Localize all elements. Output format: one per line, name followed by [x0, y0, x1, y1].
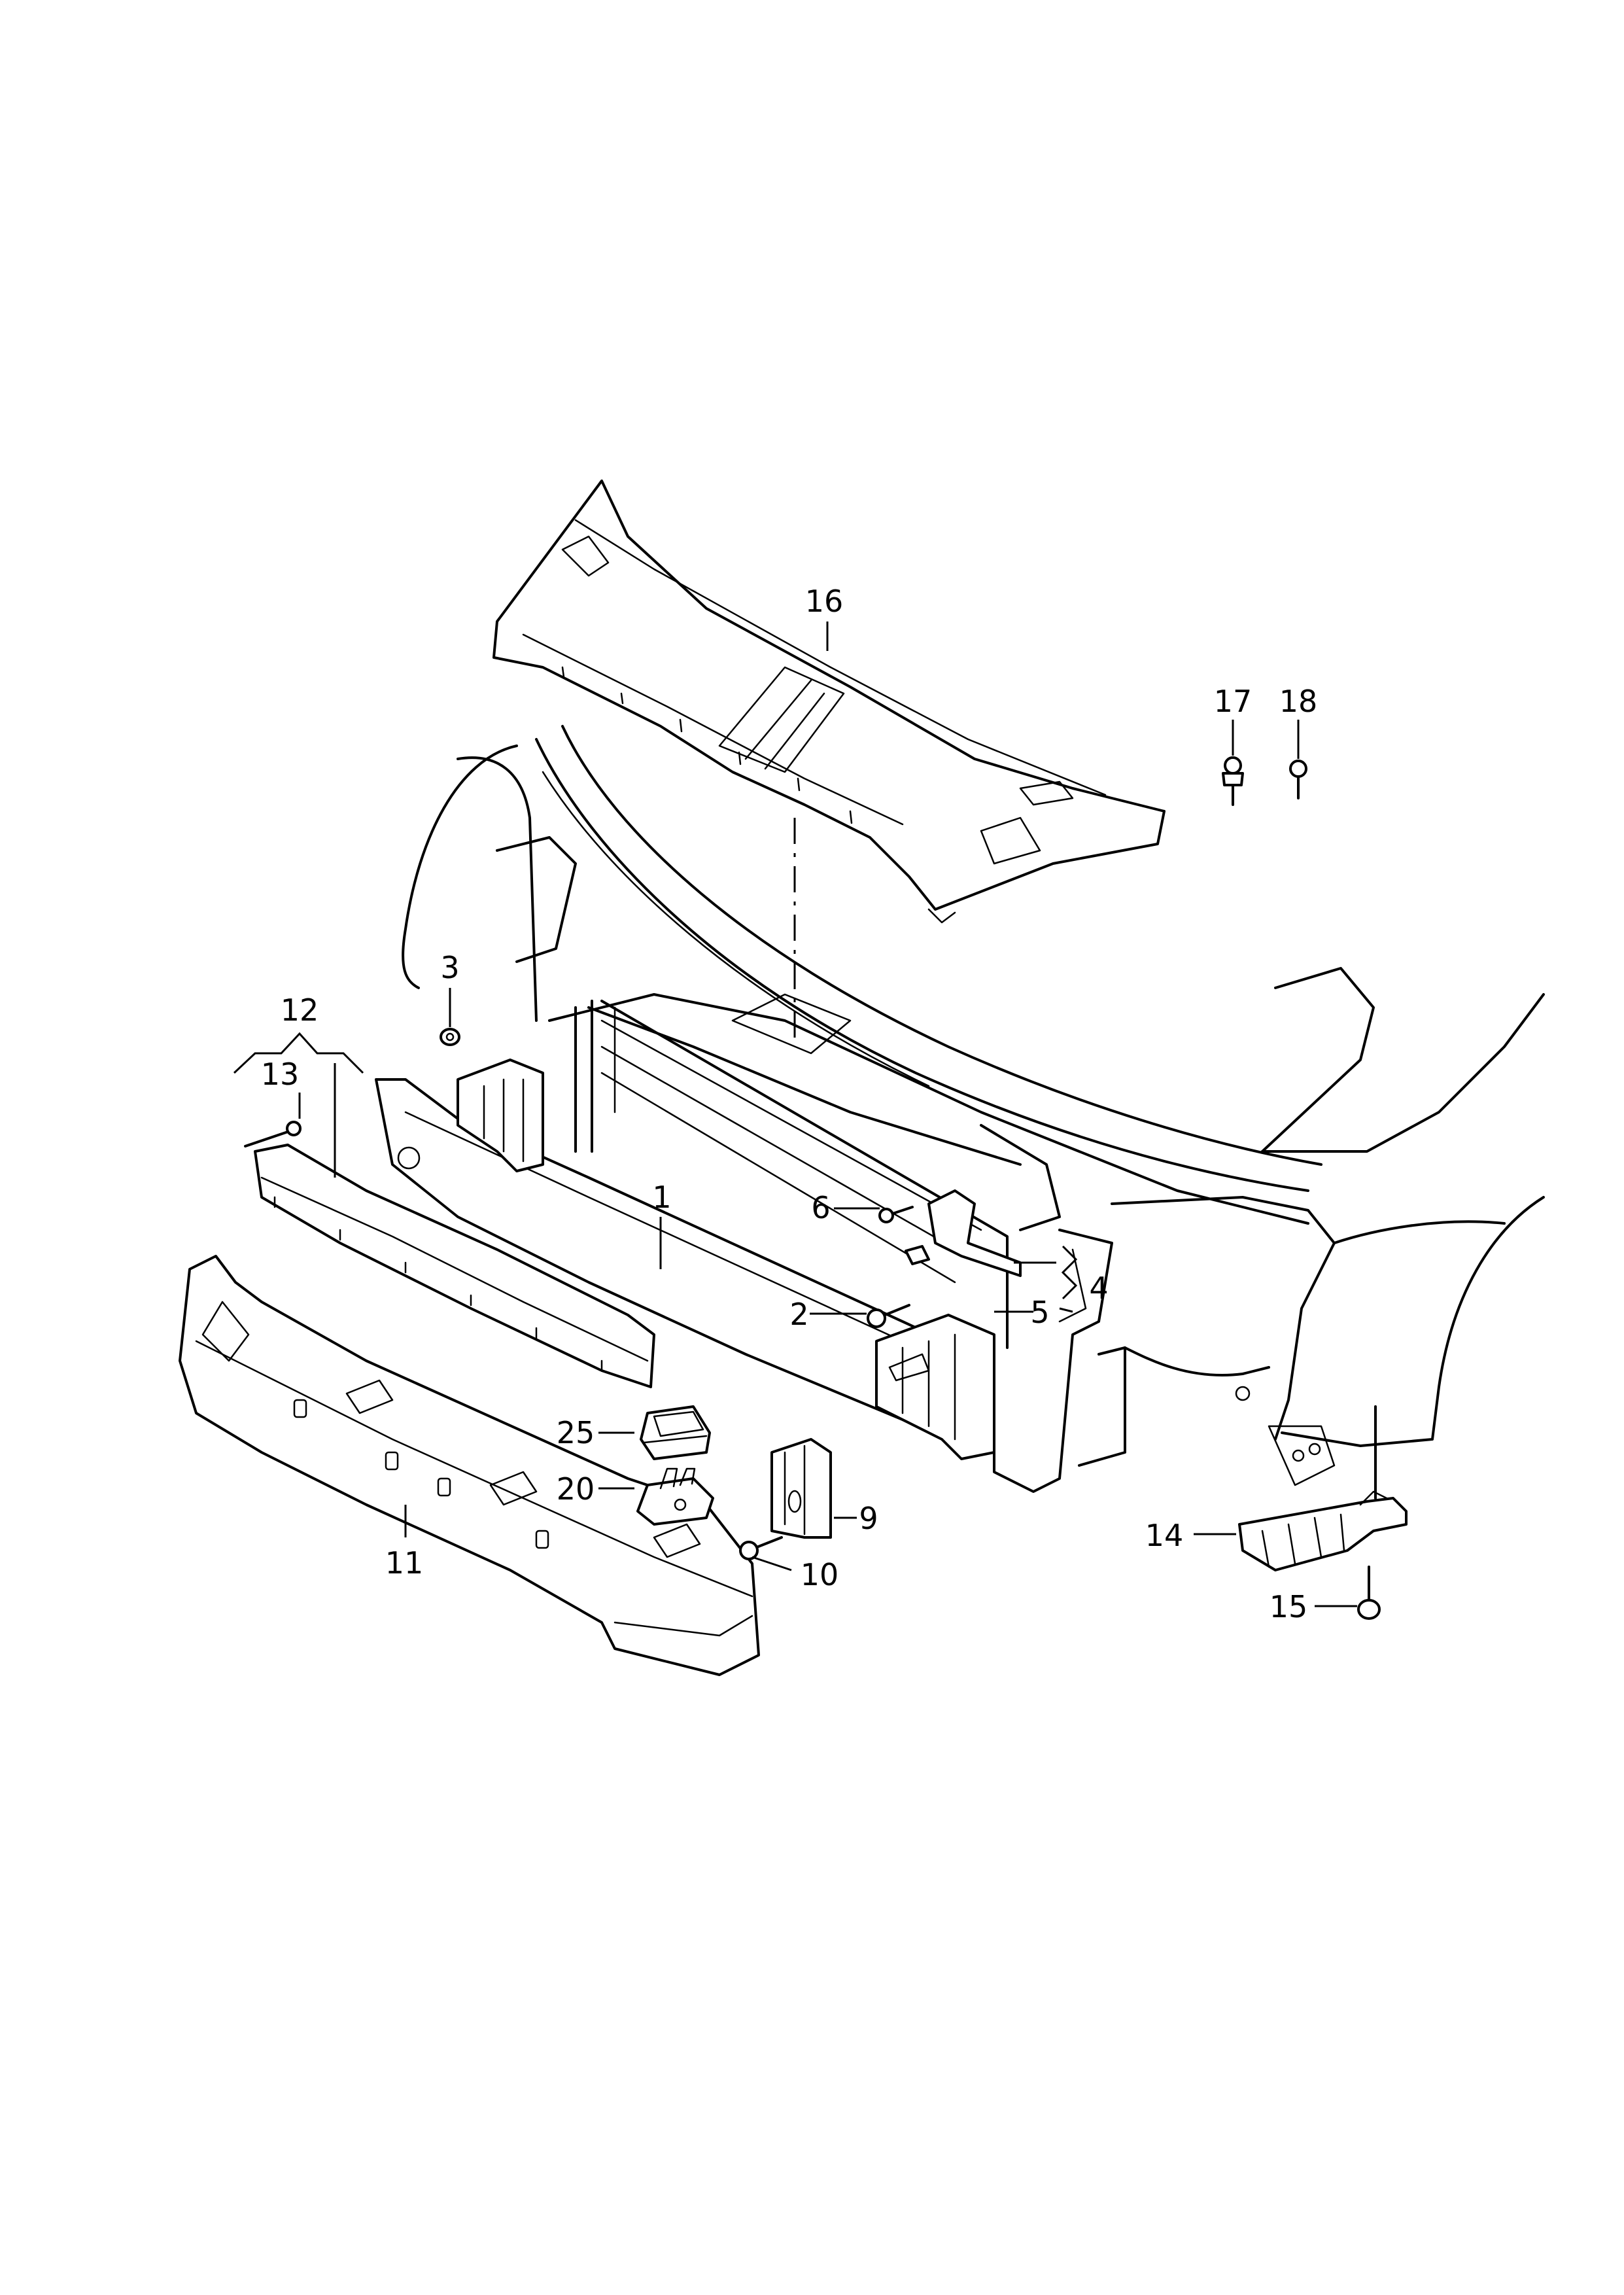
clip-part-18: [1289, 760, 1307, 799]
callout-13: 13: [261, 1057, 300, 1092]
callout-16: 16: [805, 584, 844, 619]
callout-25: 25: [557, 1415, 595, 1450]
bumper-cross-member-part-1: [375, 1059, 995, 1460]
callout-1: 1: [652, 1180, 671, 1215]
callout-6: 6: [811, 1190, 830, 1225]
bracket-part-9: [770, 1438, 832, 1539]
callout-20: 20: [557, 1471, 595, 1507]
callout-4: 4: [1089, 1270, 1108, 1306]
callout-9: 9: [859, 1501, 878, 1536]
absorber-strip-part-12: [254, 1144, 655, 1388]
screw-part-6: [878, 1206, 914, 1223]
clip-part-17: [1222, 756, 1244, 806]
callout-3: 3: [440, 950, 459, 985]
callout-labels: 16 17 18 3 12 13 1 6 4 2 5 25 20 9 14 11…: [261, 584, 1318, 1624]
leader-lines: [233, 622, 1357, 1607]
front-end-structure: [402, 725, 1545, 1493]
callout-2: 2: [789, 1297, 808, 1332]
callout-10: 10: [801, 1557, 839, 1592]
screw-part-2: [867, 1304, 910, 1328]
guide-bracket-part-14: [1238, 1490, 1408, 1571]
screw-part-15: [1357, 1566, 1381, 1620]
callout-14: 14: [1145, 1518, 1184, 1553]
callout-15: 15: [1270, 1589, 1308, 1624]
impact-absorber-part-11: [179, 1255, 760, 1676]
bracket-part-4: [927, 1189, 1022, 1277]
nut-part-3: [440, 1028, 460, 1046]
sensor-bracket-part-20: [636, 1467, 714, 1526]
callout-17: 17: [1214, 684, 1253, 719]
screw-part-10: [739, 1536, 783, 1560]
callout-5: 5: [1030, 1295, 1049, 1330]
callout-12: 12: [281, 992, 319, 1028]
sensor-part-25: [640, 1405, 711, 1460]
clip-part-5: [905, 1245, 930, 1265]
plenum-panel-part-16: [492, 480, 1166, 924]
callout-18: 18: [1279, 684, 1318, 719]
screw-part-13: [244, 1121, 302, 1148]
callout-11: 11: [385, 1545, 424, 1581]
